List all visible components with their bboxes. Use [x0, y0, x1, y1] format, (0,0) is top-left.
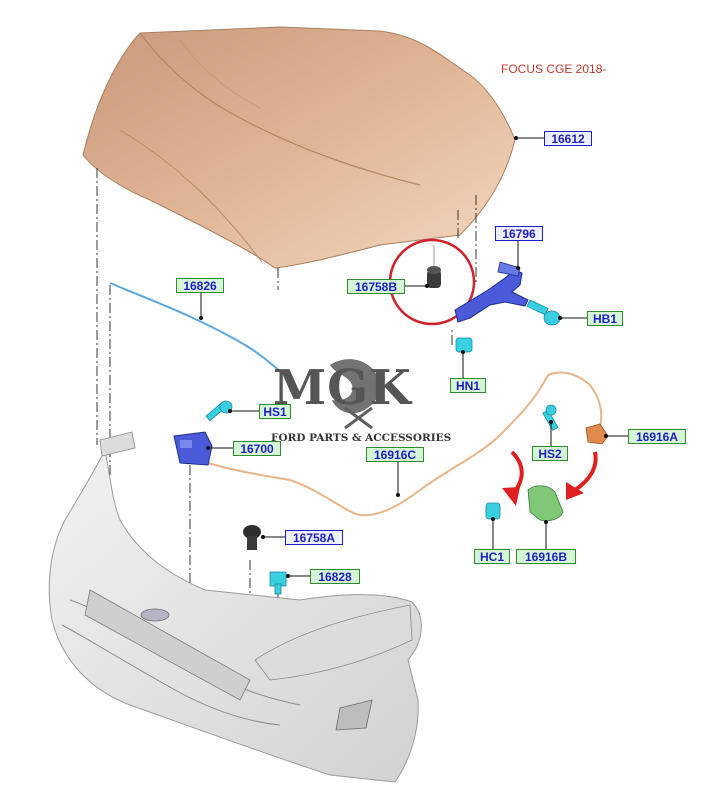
front-bumper-part: [48, 431, 422, 783]
part-label-16758b[interactable]: 16758B: [347, 279, 405, 294]
callout-leaders: [200, 137, 628, 577]
part-label-16916b[interactable]: 16916B: [516, 549, 576, 564]
bump-stop-16758a-part: [243, 525, 261, 550]
hood-part: [82, 26, 516, 269]
part-label-hc1[interactable]: HC1: [474, 549, 510, 564]
part-label-16828[interactable]: 16828: [310, 569, 360, 584]
part-label-16700[interactable]: 16700: [233, 441, 281, 456]
watermark-tagline: FORD PARTS & ACCESSORIES: [271, 432, 452, 444]
orange-cable-part: [204, 371, 603, 517]
part-label-hs1[interactable]: HS1: [259, 404, 291, 419]
clip-16828-part: [269, 571, 287, 595]
bump-stop-16758b-part: [427, 245, 441, 288]
handle-16916a-part: [585, 423, 609, 445]
clip-hc1-part: [485, 502, 501, 520]
latch-part: [173, 431, 213, 466]
release-cable-part: [109, 282, 287, 377]
hinge-part: [454, 261, 529, 323]
red-arrowheads: [502, 482, 584, 506]
callout-dots: [199, 136, 608, 578]
part-label-hb1[interactable]: HB1: [587, 311, 623, 326]
part-label-16758a[interactable]: 16758A: [285, 530, 343, 545]
part-label-hn1[interactable]: HN1: [450, 378, 486, 393]
part-label-16916c[interactable]: 16916C: [366, 447, 424, 462]
bolt-hb1-part: [526, 299, 561, 326]
model-title: FOCUS CGE 2018-: [501, 62, 607, 76]
part-label-16612[interactable]: 16612: [544, 131, 592, 146]
part-label-16826[interactable]: 16826: [176, 278, 224, 293]
watermark-brand: MGK: [273, 360, 412, 416]
screw-hs2-part: [542, 404, 559, 431]
nut-hn1-part: [455, 337, 473, 353]
bracket-16916b-part: [527, 485, 564, 522]
part-label-16916a[interactable]: 16916A: [628, 429, 686, 444]
mgk-logo-mark: [330, 359, 380, 430]
part-label-16796[interactable]: 16796: [495, 226, 543, 241]
part-label-hs2[interactable]: HS2: [532, 446, 568, 461]
